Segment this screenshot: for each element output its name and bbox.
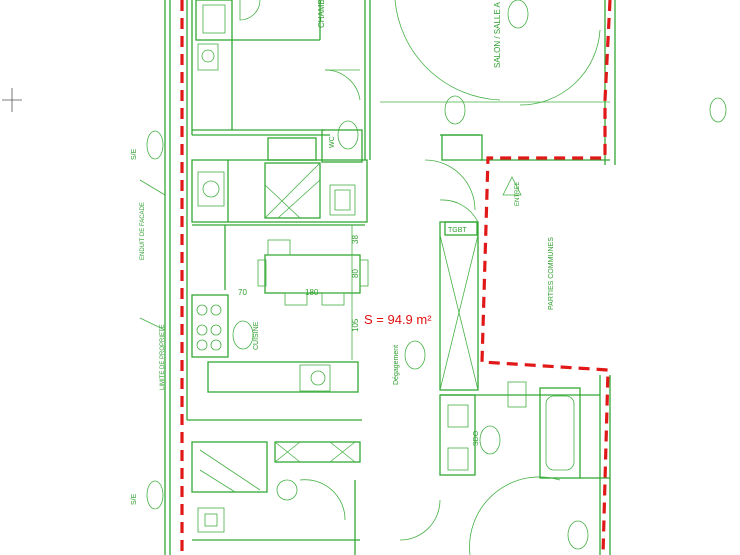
salon-walls (364, 0, 616, 165)
dim-180: 180 (305, 288, 319, 297)
room-label-salon: SALON / SALLE A (493, 2, 502, 68)
side-note-limite: LIMITE DE PROPRIETE (160, 324, 166, 390)
room-label-parties-communes: PARTIES COMMUNES (548, 237, 555, 310)
entree-label: ENTREE (515, 182, 521, 206)
dim-80: 80 (351, 269, 360, 278)
room-label-degagement: Dégagement (393, 345, 400, 385)
sve-label-top: S/E (131, 148, 138, 160)
wc-bathroom (191, 129, 476, 223)
dim-70: 70 (238, 288, 247, 297)
corridor (439, 199, 479, 391)
bedroom-top (192, 0, 361, 136)
crosshair-mark (2, 88, 22, 112)
surface-area: S = 94.9 m² (364, 312, 432, 327)
room-label-cuisine: CUISINE (253, 321, 260, 350)
room-label-chambre: CHAMB (317, 0, 326, 28)
dim-105: 105 (351, 318, 360, 332)
side-note-facade: ENDUIT DE FACADE (140, 202, 146, 260)
exterior-wall-left (139, 0, 193, 555)
kitchen-dining (187, 224, 369, 421)
tgbt-label: TGBT (448, 227, 467, 234)
annotation-ellipses (146, 0, 727, 550)
sve-label-bottom: S/E (131, 493, 138, 505)
room-label-sdo: SDO (473, 430, 480, 446)
lot-boundary (180, 0, 612, 555)
dim-38: 38 (351, 235, 360, 244)
sdo-bath (439, 375, 611, 555)
entry-arrow-icon (502, 176, 522, 196)
room-label-wc: WC (329, 136, 336, 148)
bath-bottom (191, 441, 441, 555)
